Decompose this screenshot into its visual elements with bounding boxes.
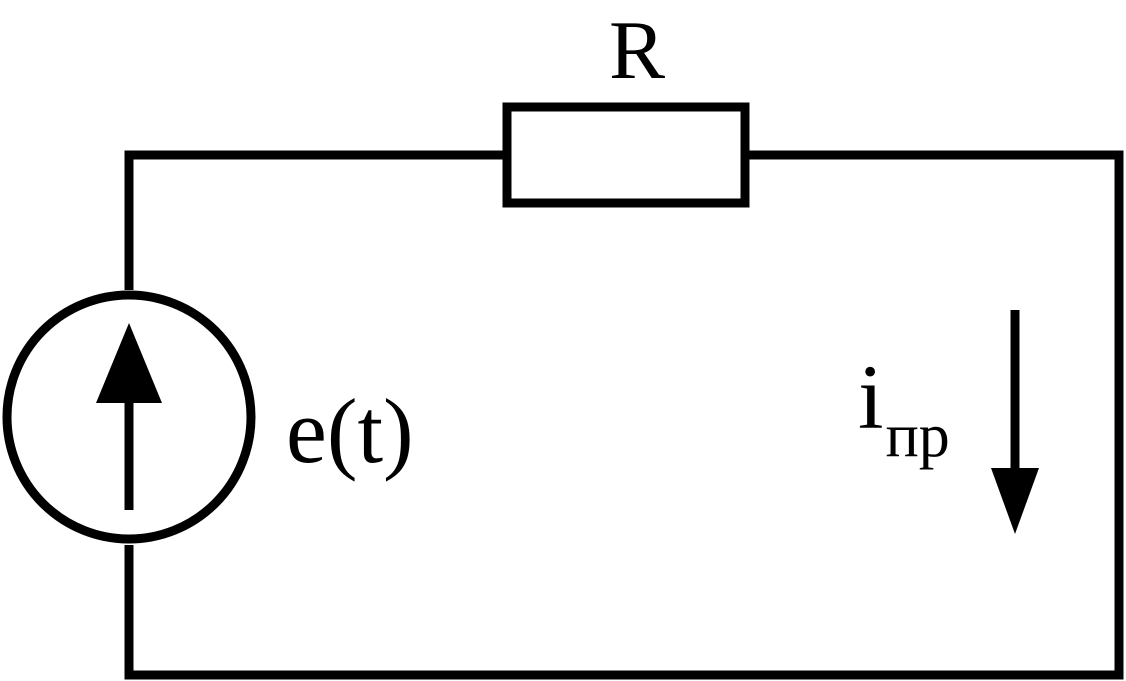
current-arrow-head-icon xyxy=(991,468,1039,534)
wire-top-right xyxy=(124,150,1124,680)
current-subscript: пр xyxy=(886,402,950,470)
resistor-label: R xyxy=(609,4,665,97)
wire-top-left xyxy=(124,150,507,290)
voltage-source xyxy=(2,290,256,544)
source-label: e(t) xyxy=(286,380,414,482)
current-label: iпр xyxy=(858,346,950,470)
resistor xyxy=(502,102,750,208)
current-symbol: i xyxy=(858,346,884,448)
source-arrow-head-icon xyxy=(96,323,162,403)
